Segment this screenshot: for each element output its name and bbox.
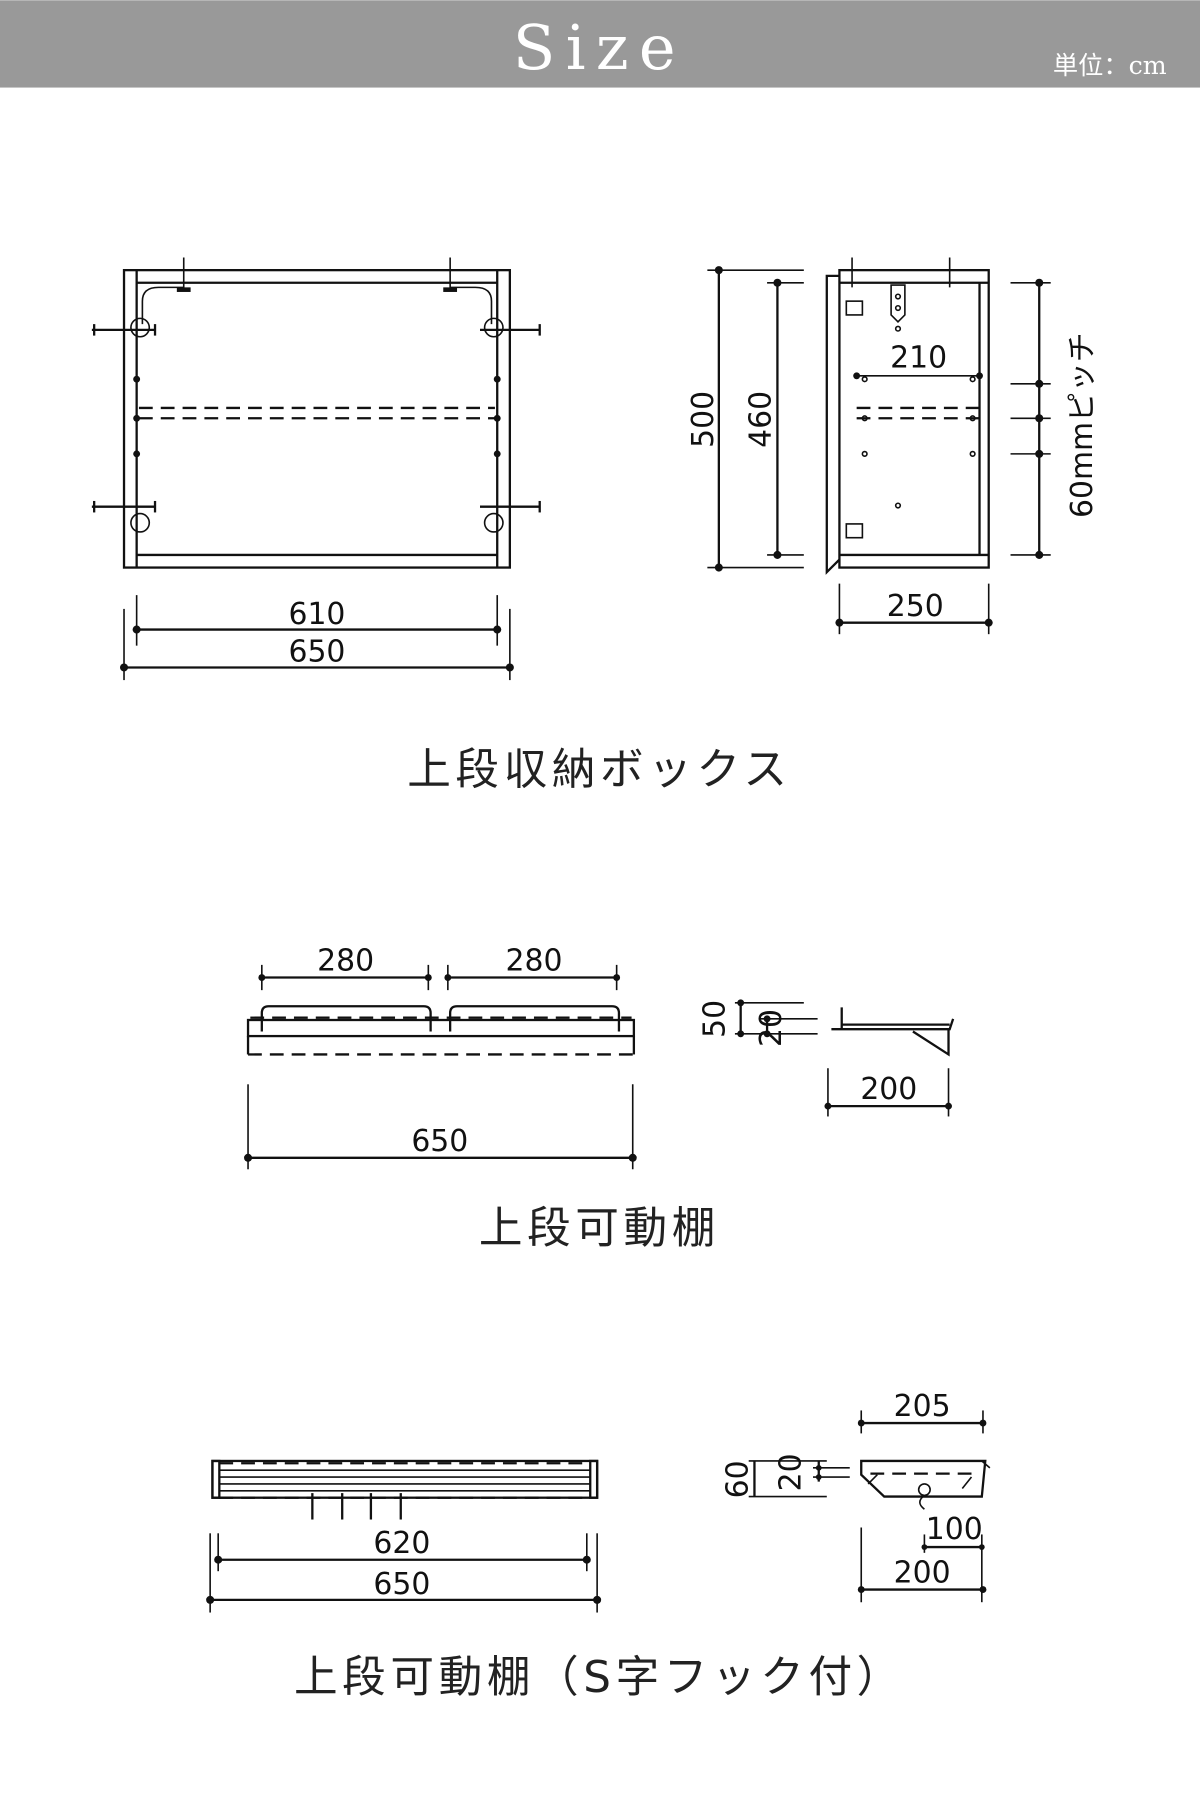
box-front-view: 610 650 bbox=[91, 257, 541, 681]
hook-shelf-title: 上段可動棚（S字フック付） bbox=[294, 1653, 905, 1703]
dim-500: 500 bbox=[686, 391, 721, 448]
dim-20: 20 bbox=[754, 1009, 789, 1047]
dim-210: 210 bbox=[890, 341, 947, 376]
header-title: Size bbox=[513, 11, 686, 84]
dim-60: 60 bbox=[721, 1460, 756, 1498]
dim-250: 250 bbox=[887, 589, 944, 624]
dim-650-shelf: 650 bbox=[411, 1124, 468, 1159]
dim-200-hook: 200 bbox=[894, 1556, 951, 1591]
box-title: 上段収納ボックス bbox=[407, 746, 791, 796]
dim-280-right: 280 bbox=[505, 944, 562, 979]
dim-620: 620 bbox=[373, 1526, 430, 1561]
box-side-view: 210 500 460 60mmピッチ 250 bbox=[686, 257, 1100, 635]
dim-205: 205 bbox=[894, 1389, 951, 1424]
shelf-side-view: 50 20 200 bbox=[698, 999, 955, 1117]
dim-50: 50 bbox=[698, 1000, 733, 1038]
shelf-title: 上段可動棚 bbox=[479, 1204, 720, 1254]
unit-label: 単位：cm bbox=[1053, 51, 1167, 80]
dim-650: 650 bbox=[288, 635, 345, 670]
dim-20-hook: 20 bbox=[773, 1453, 808, 1491]
dim-200-shelf: 200 bbox=[860, 1072, 917, 1107]
pitch-label: 60mmピッチ bbox=[1065, 332, 1100, 518]
dim-280-left: 280 bbox=[317, 944, 374, 979]
hook-shelf-side-view: 205 60 20 100 200 bbox=[721, 1389, 991, 1603]
dim-460: 460 bbox=[744, 391, 779, 448]
header-bar: Size 単位：cm bbox=[0, 0, 1200, 88]
dim-100: 100 bbox=[926, 1512, 983, 1547]
hook-shelf-front-view: 620 650 bbox=[206, 1459, 602, 1613]
dim-650-hook: 650 bbox=[373, 1567, 430, 1602]
dim-610: 610 bbox=[288, 597, 345, 632]
shelf-front-view: 280 280 650 bbox=[244, 944, 637, 1170]
